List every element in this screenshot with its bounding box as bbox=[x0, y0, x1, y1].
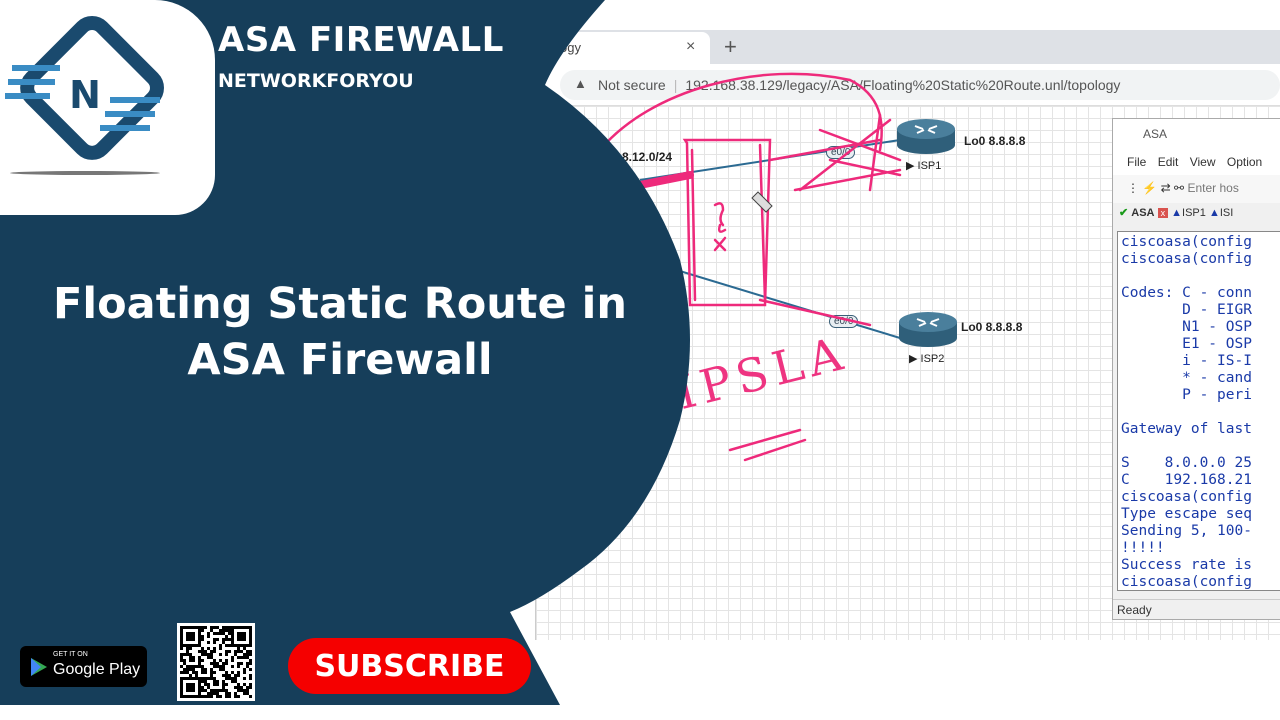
pencil-cursor-icon bbox=[751, 191, 773, 213]
close-tab-icon[interactable]: x bbox=[1157, 208, 1169, 218]
terminal-output[interactable]: ciscoasa(config ciscoasa(config Codes: C… bbox=[1117, 231, 1280, 591]
headline-line1: Floating Static Route in bbox=[53, 279, 627, 329]
warning-icon: ▲ bbox=[1171, 207, 1183, 219]
toolbar: ⋮ ⚡ ⇄ ⚯ Enter hos bbox=[1113, 175, 1280, 203]
isp1-loopback: Lo0 8.8.8.8 bbox=[964, 134, 1026, 148]
network-label: 8.12.0/24 bbox=[622, 150, 673, 164]
subscribe-button[interactable]: SUBSCRIBE bbox=[288, 638, 531, 694]
warning-icon: ▲ bbox=[574, 76, 587, 91]
host-input[interactable]: Enter hos bbox=[1187, 181, 1239, 195]
url-text: 192.168.38.129/legacy/ASA/Floating%20Sta… bbox=[685, 77, 1121, 93]
session-tabs: ✔ ASA x ▲ISP1 ▲ISI bbox=[1113, 203, 1280, 225]
isp2-router-icon[interactable] bbox=[897, 310, 959, 348]
new-tab-button[interactable]: + bbox=[724, 34, 737, 59]
networkforyou-logo: N bbox=[5, 16, 164, 175]
link-isp2 bbox=[659, 264, 901, 339]
qr-code bbox=[177, 623, 255, 701]
svg-text:N: N bbox=[69, 73, 101, 117]
reconnect-icon[interactable]: ⇄ bbox=[1160, 181, 1171, 195]
brand-subtitle: NETWORKFORYOU bbox=[218, 70, 414, 92]
lightning-icon[interactable]: ⚡ bbox=[1142, 181, 1158, 195]
menu-edit[interactable]: Edit bbox=[1157, 155, 1179, 169]
isp2-loopback: Lo0 8.8.8.8 bbox=[961, 320, 1023, 334]
tab-close-icon[interactable]: × bbox=[686, 38, 696, 55]
isp2-label[interactable]: ▶ ISP2 bbox=[909, 353, 945, 365]
isp1-router-icon[interactable] bbox=[895, 117, 957, 155]
link-icon[interactable]: ⚯ bbox=[1174, 181, 1185, 195]
brand-title: ASA FIREWALL bbox=[218, 20, 504, 60]
menu-view[interactable]: View bbox=[1189, 155, 1216, 169]
status-bar: Ready bbox=[1113, 599, 1280, 620]
asa-console-window[interactable]: ASA File Edit View Option ⋮ ⚡ ⇄ ⚯ Enter … bbox=[1112, 118, 1280, 620]
menu-file[interactable]: File bbox=[1127, 155, 1147, 169]
tab-isp1[interactable]: ▲ISP1 bbox=[1171, 207, 1206, 219]
security-label: Not secure bbox=[598, 77, 666, 93]
play-store-icon bbox=[31, 658, 47, 676]
tab-isp2[interactable]: ▲ISI bbox=[1208, 207, 1234, 219]
window-title: ASA bbox=[1113, 119, 1280, 151]
warning-icon: ▲ bbox=[1208, 207, 1220, 219]
logo-box: N bbox=[0, 0, 215, 215]
headline-line2: ASA Firewall bbox=[187, 335, 493, 385]
check-icon: ✔ bbox=[1119, 207, 1129, 219]
tab-asa[interactable]: ✔ ASA bbox=[1119, 207, 1155, 219]
menu-bar: File Edit View Option bbox=[1113, 151, 1280, 175]
isp1-label[interactable]: ▶ ISP1 bbox=[906, 160, 942, 172]
tree-icon[interactable]: ⋮ bbox=[1127, 181, 1139, 195]
menu-options[interactable]: Option bbox=[1226, 155, 1263, 169]
headline: Floating Static Route in ASA Firewall bbox=[20, 276, 660, 388]
